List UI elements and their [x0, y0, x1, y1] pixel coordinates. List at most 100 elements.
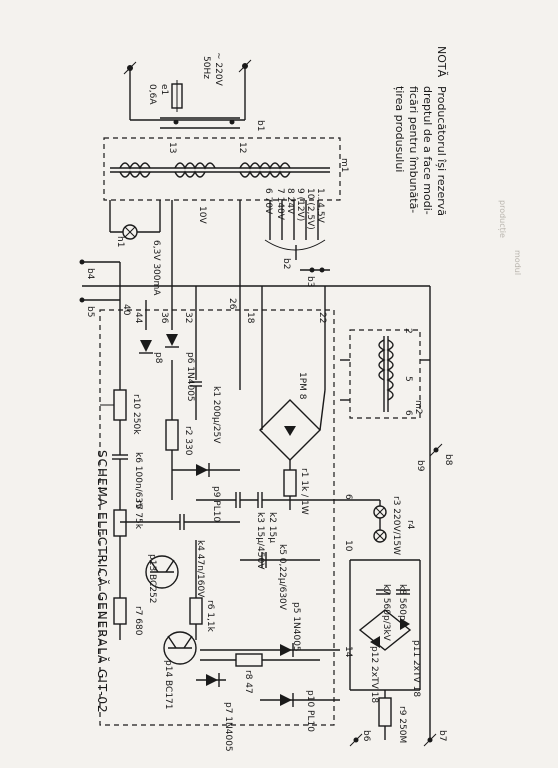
switch-b1-label: b1	[255, 120, 265, 131]
resistor-r8-label: r8 47	[243, 670, 253, 694]
transformer-m2-ref: m2	[413, 400, 423, 415]
resistor-r2-label: r2 330	[183, 426, 193, 456]
diode-p5: p5 1N4005	[200, 602, 340, 657]
diode-p10: p10 PL10	[260, 690, 340, 732]
m2-pin-5: 5	[403, 376, 413, 382]
transistor-p13-label: p13 BC252	[147, 554, 157, 604]
pcb-boundary	[99, 309, 335, 726]
tap-7: 7 140V	[275, 188, 285, 221]
m2-pin-6: 6	[403, 410, 413, 416]
note-line-4: țirea produsului	[393, 86, 406, 172]
switch-b6-label: b6	[361, 730, 371, 742]
node-6: 6	[343, 494, 353, 500]
mains-frequency: 50Hz	[201, 56, 211, 79]
node-12: 12	[237, 142, 247, 153]
node-13: 13	[167, 142, 177, 153]
diode-p7-label: p7 1N4005	[223, 702, 233, 752]
lamp-value: 6,3V 300mA	[151, 240, 161, 296]
capacitor-k7-label: k7 560p/3kV	[381, 584, 391, 642]
resistor-r7-label: r7 680	[133, 606, 143, 636]
diode-p6-label: p6 1N4005	[185, 352, 195, 402]
switch-b4: b4	[79, 259, 120, 280]
note-line-1: Producătorul își rezervă	[435, 86, 448, 216]
resistor-r1: r1 1k / 1W	[283, 460, 309, 515]
switch-b8: b8	[429, 443, 453, 466]
diode-p11-label: p11 2xTV 18	[411, 640, 421, 697]
svg-text:producție: producție	[497, 200, 507, 238]
diode-p10-label: p10 PL10	[305, 690, 315, 732]
note-line-3: ficări pentru îmbunătă-	[407, 86, 420, 213]
switch-b7-label: b7	[437, 730, 447, 741]
tap-6: 6 70V	[263, 188, 273, 215]
resistor-r5-label: r5 75k	[133, 500, 143, 530]
capacitor-k1-label: k1 200μ/25V	[211, 386, 221, 444]
node-labels: 40 44 36 32 26 18 22 6 10 14	[121, 298, 353, 658]
mains-voltage: ~ 220V	[213, 52, 223, 87]
resistor-r2: r2 330	[165, 360, 193, 500]
node-44: 44	[133, 312, 143, 324]
capacitor-k4: k4 47n/160V	[120, 514, 240, 598]
resistor-r9-label: r9 250M	[397, 706, 407, 743]
node-18: 18	[245, 312, 255, 324]
diode-p9: p9 PL10	[172, 463, 240, 522]
output-b7: b7	[423, 730, 447, 747]
resistor-r8: r8 47	[200, 653, 320, 694]
node-36: 36	[159, 312, 169, 324]
capacitor-k5-label: k5 0,22μ/630V	[277, 544, 287, 611]
tap-10: 10 (2,5V)	[305, 188, 315, 230]
resistor-r9: r9 250M	[378, 690, 407, 743]
fuse-ref: e1	[159, 84, 169, 95]
capacitor-k2-k3: k2 15μ k3 15μ/450V	[196, 492, 380, 570]
switch-b5-label: b5	[85, 306, 95, 317]
switch-b3: b3	[300, 267, 330, 287]
lamp-r4-label: r4	[405, 520, 415, 530]
capacitor-k3-label: k3 15μ/450V	[255, 512, 265, 570]
mains-input: ~ 220V 50Hz	[123, 52, 252, 121]
transistor-p14: p14 BC171	[163, 631, 197, 710]
resistor-r7: r7 680	[113, 590, 143, 640]
resistor-r1-label: r1 1k / 1W	[299, 468, 309, 515]
tap-8: 8 24V	[285, 188, 295, 215]
fuse-e1: e1 0,6A	[147, 80, 183, 112]
node-10: 10	[343, 540, 353, 552]
bleed-through-text: producție modul	[497, 200, 522, 275]
capacitor-k6: k6 100n/63V	[112, 420, 143, 510]
output-b6: b6	[349, 730, 371, 747]
lamp-r3-label: r3 220V/15W	[391, 496, 401, 555]
transistor-p14-label: p14 BC171	[163, 660, 173, 710]
node-14: 14	[343, 646, 353, 658]
hv-bridge: k8 560p k7 560p/3kV p11 2xTV 18 p12 2xTV…	[349, 559, 421, 703]
diode-p5-label: p5 1N4005	[291, 602, 301, 652]
schematic-title: SCHEMA ELECTRICĂ GENERALĂ GIT-02	[95, 450, 110, 714]
switch-b5: b5	[79, 297, 120, 317]
note-block: NOTĂ Producătorul își rezervă dreptul de…	[393, 46, 448, 216]
secondary-10v: 10V	[197, 206, 207, 224]
selector-b2: b2	[264, 200, 326, 269]
transistor-p13: p13 BC252	[145, 554, 179, 604]
lamp-ref: h1	[115, 236, 125, 247]
switch-b4-label: b4	[85, 268, 95, 280]
bridge-label: 1PM 8	[297, 372, 307, 400]
diode-p7: p7 1N4005	[196, 673, 233, 752]
lamp-h1: 6,3V 300mA h1	[109, 200, 161, 296]
tap-9: 9 (12V)	[295, 188, 305, 221]
diode-p8: p8	[139, 340, 163, 364]
resistor-r10-label: r10 250k	[131, 394, 141, 435]
capacitor-k6-label: k6 100n/63V	[133, 452, 143, 510]
bus-wires	[82, 200, 431, 740]
diode-p9-label: p9 PL10	[211, 486, 221, 522]
switch-b9: b9	[415, 460, 425, 472]
node-40: 40	[121, 304, 131, 316]
resistor-r5: r5 75k	[113, 500, 143, 590]
transformer-m2: m2 2 5 6	[340, 328, 430, 419]
node-22: 22	[317, 312, 327, 323]
switch-b8-label: b8	[443, 454, 453, 466]
note-line-2: dreptul de a face modi-	[421, 86, 434, 215]
diode-p6: p6 1N4005	[165, 334, 195, 402]
svg-text:modul: modul	[513, 250, 522, 275]
switch-b1: b1	[160, 117, 265, 131]
selector-b2-label: b2	[281, 258, 291, 269]
switch-b9-label: b9	[415, 460, 425, 472]
